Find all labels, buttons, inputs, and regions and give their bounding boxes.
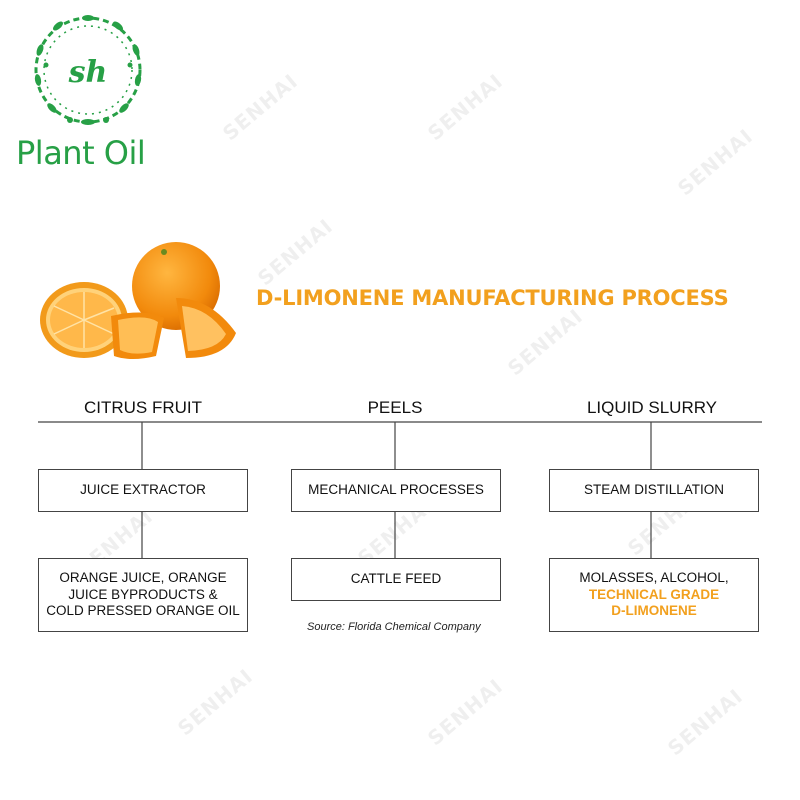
column-label-liquid-slurry: LIQUID SLURRY bbox=[586, 398, 718, 417]
result-line: JUICE BYPRODUCTS & bbox=[68, 586, 218, 602]
column-label-citrus-fruit: CITRUS FRUIT bbox=[83, 398, 203, 417]
result-line: ORANGE JUICE, ORANGE bbox=[59, 569, 227, 585]
result-box-orange-juice: ORANGE JUICE, ORANGE JUICE BYPRODUCTS & … bbox=[38, 558, 248, 632]
result-box-cattle-feed: CATTLE FEED bbox=[291, 558, 501, 601]
step-label: JUICE EXTRACTOR bbox=[80, 482, 206, 498]
orange-fruit-image bbox=[40, 242, 236, 359]
result-line: CATTLE FEED bbox=[350, 571, 442, 587]
result-highlight-line: TECHNICAL GRADE bbox=[588, 586, 720, 602]
source-citation: Source: Florida Chemical Company bbox=[307, 621, 481, 633]
result-line: MOLASSES, ALCOHOL, bbox=[579, 569, 729, 585]
column-label-peels: PEELS bbox=[367, 398, 423, 417]
logo-monogram: sh bbox=[68, 55, 108, 90]
step-box-mechanical-processes: MECHANICAL PROCESSES bbox=[291, 469, 501, 512]
step-label: MECHANICAL PROCESSES bbox=[308, 482, 484, 498]
brand-logo: sh Plant Oil bbox=[6, 4, 166, 184]
step-label: STEAM DISTILLATION bbox=[583, 482, 725, 498]
result-highlight-line: D-LIMONENE bbox=[611, 603, 697, 619]
step-box-juice-extractor: JUICE EXTRACTOR bbox=[38, 469, 248, 512]
result-box-d-limonene: MOLASSES, ALCOHOL, TECHNICAL GRADE D-LIM… bbox=[549, 558, 759, 632]
step-box-steam-distillation: STEAM DISTILLATION bbox=[549, 469, 759, 512]
result-line: COLD PRESSED ORANGE OIL bbox=[46, 603, 240, 619]
brand-name: Plant Oil bbox=[16, 134, 146, 172]
diagram-title: D-LIMONENE MANUFACTURING PROCESS bbox=[256, 286, 729, 310]
leaf-wreath-icon: sh bbox=[34, 15, 142, 125]
